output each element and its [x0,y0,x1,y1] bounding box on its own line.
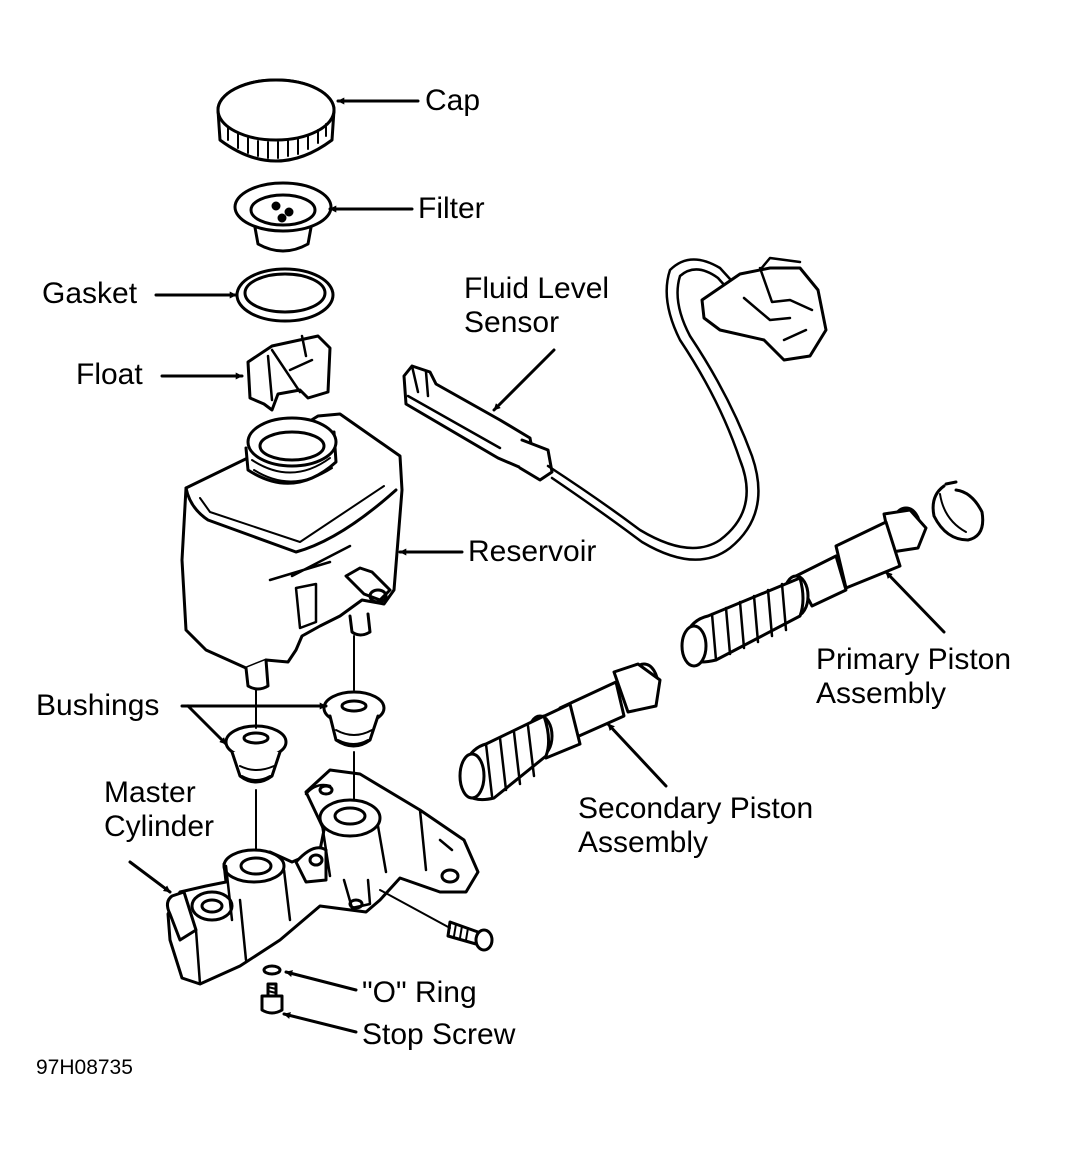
fluid-level-sensor-part [402,256,828,561]
primary-piston-label-line1: Primary Piston [816,643,1012,676]
o-ring-part [262,964,282,976]
screw-part [379,889,494,952]
bushings-label: Bushings [36,689,160,722]
fluid-level-sensor-label-line2: Sensor [464,306,560,339]
primary-piston-label-line2: Assembly [816,677,947,710]
reservoir-part [180,412,404,691]
stop-screw-label: Stop Screw [362,1018,516,1051]
filter-part [233,181,333,253]
reservoir-label: Reservoir [468,535,597,568]
primary-piston-part [680,480,985,668]
stop-screw-part [260,982,284,1015]
fluid-level-sensor-label-line1: Fluid Level [464,272,610,305]
secondary-piston-part [458,662,662,802]
master-cylinder-label-line2: Cylinder [104,810,215,843]
figure-code: 97H08735 [36,1056,133,1079]
float-label: Float [76,358,143,391]
leader-arrows [128,97,946,1034]
gasket-label: Gasket [42,277,138,310]
alignment-lines [255,635,355,851]
filter-label: Filter [418,192,485,225]
bushing-left-part [224,724,288,784]
gasket-part [235,267,335,323]
secondary-piston-label-line2: Assembly [578,826,709,859]
float-part [246,334,332,412]
cap-part [216,78,336,163]
cap-label: Cap [425,84,481,117]
secondary-piston-label-line1: Secondary Piston [578,792,814,825]
o-ring-label: "O" Ring [362,976,477,1009]
bushing-right-part [322,690,386,748]
master-cylinder-part [165,768,480,986]
master-cylinder-label-line1: Master [104,776,196,809]
